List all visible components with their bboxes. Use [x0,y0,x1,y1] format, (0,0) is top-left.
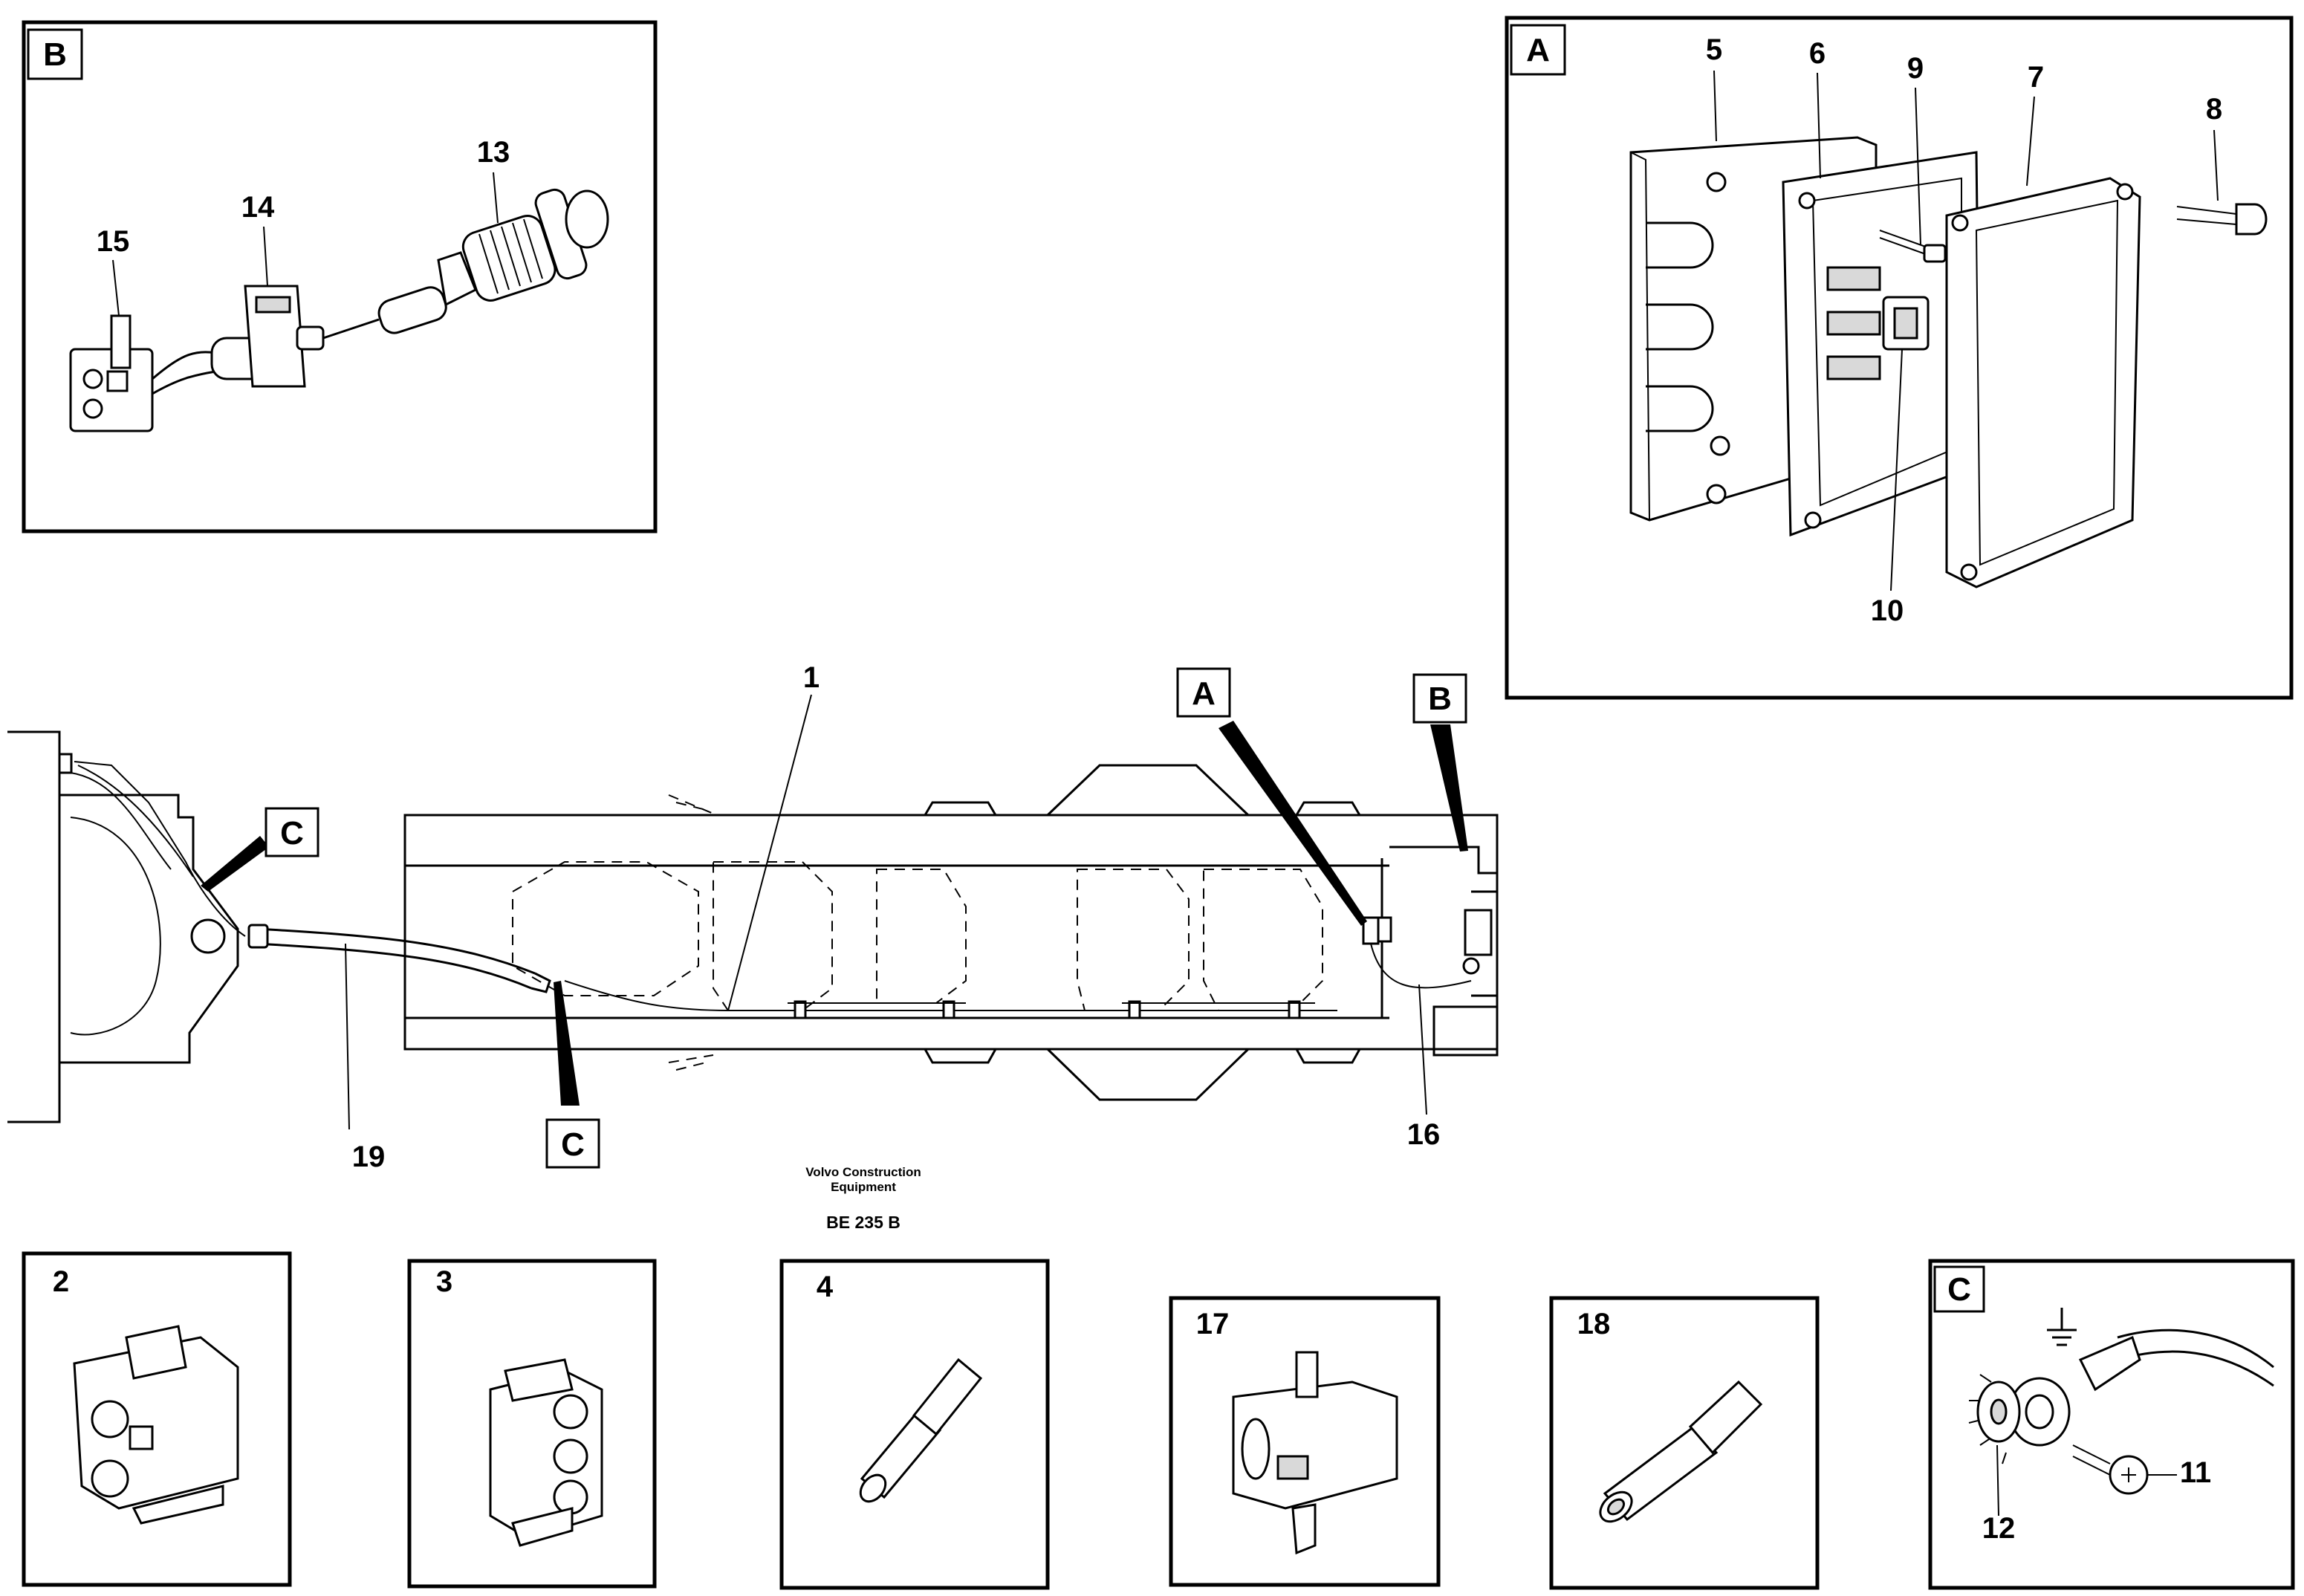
panel-part-2: 2 [22,1251,292,1587]
panel-detail-c: C 11 12 [1928,1259,2295,1590]
part-number-label: 11 [2180,1456,2211,1489]
detail-c-tag: C [1947,1271,1971,1308]
detail-b-panel: B 15 14 13 [22,20,658,533]
manufacturer-line2: Equipment [831,1180,896,1194]
part-number-label: 1 [803,661,820,694]
part-number-label: 6 [1809,37,1826,70]
manufacturer-line1: Volvo Construction [805,1165,921,1179]
part-number-label: 12 [1982,1512,2016,1545]
part-number-label: 13 [477,136,510,169]
panel-part-17: 17 [1169,1296,1441,1587]
part-number-label: 18 [1577,1308,1611,1340]
main-tag-a: A [1192,675,1216,712]
panel-part-4: 4 [779,1259,1050,1590]
switch-13-drawing [377,188,609,334]
panel-part-3: 3 [407,1259,657,1589]
part-number-label: 17 [1196,1308,1230,1340]
bolt-8-drawing [2176,203,2268,236]
part-number-label: 5 [1706,33,1722,66]
screw-9-drawing [1879,230,1947,263]
part-number-label: 9 [1907,52,1924,85]
part-number-label: 15 [97,225,130,258]
part-number-label: 3 [436,1265,452,1298]
part-number-label: 7 [2028,61,2044,94]
part-number-label: 8 [2206,93,2222,126]
drawing-code: BE 235 B [826,1213,900,1232]
part-number-label: 14 [241,191,275,224]
main-tag-c-left: C [280,815,304,851]
main-tag-c-bottom: C [561,1126,585,1163]
part-number-label: 19 [352,1141,386,1173]
relay-10-drawing [1882,296,1930,351]
grommet-14-drawing [244,285,380,388]
part-number-label: 10 [1871,594,1904,627]
main-assembly: A B C C 1 19 16 [7,661,1499,1173]
detail-a-tag: A [1526,32,1550,68]
detail-b-tag: B [43,36,67,73]
panel-part-18: 18 [1549,1296,1820,1590]
part-number-label: 16 [1407,1118,1441,1151]
detail-a-panel: A [1505,16,2294,700]
connector-15-drawing [69,314,273,432]
main-tag-b: B [1428,681,1452,717]
cover-7-drawing [1945,177,2141,588]
part-number-label: 2 [53,1265,69,1298]
part-number-label: 4 [817,1271,834,1303]
